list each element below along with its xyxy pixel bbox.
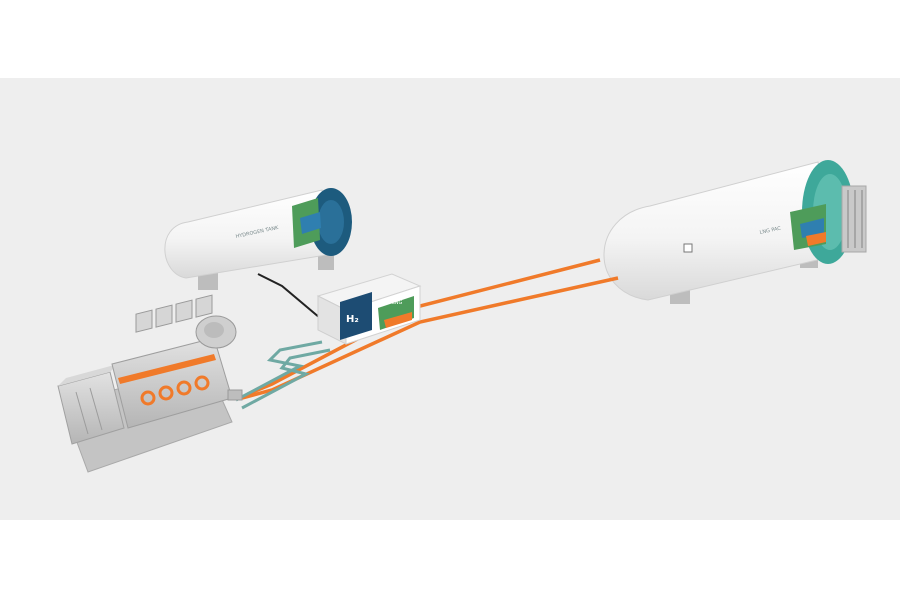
hydrogen-pipe-upper <box>235 340 323 402</box>
hydrogen-cable <box>257 273 321 319</box>
cylinder-heads <box>135 294 213 333</box>
hydrogen-tank: HYDROGEN TANK <box>164 188 352 290</box>
hydrogen-tank-graphic-blue <box>300 212 321 234</box>
hydrogen-conditioning-unit: H₂ LNG <box>316 273 422 345</box>
piping <box>235 258 619 410</box>
lng-tank-graphic-orange <box>806 232 826 246</box>
engine-fuel-inlet <box>227 389 243 401</box>
lng-tank-body <box>603 161 835 301</box>
engine-generator-set <box>57 294 243 473</box>
hydrogen-tank-support-right <box>318 254 334 270</box>
lng-pipe-upper <box>247 258 601 396</box>
lng-tank-label: LNG PAC <box>759 226 782 236</box>
engine-port-rings <box>140 375 210 406</box>
unit-tag: LNG <box>392 300 403 306</box>
generator-top <box>58 364 118 386</box>
fuel-system-illustration: HYDROGEN TANK LNG PAC <box>0 78 900 520</box>
unit-h2-panel <box>340 292 372 340</box>
lng-tank: LNG PAC <box>603 160 867 304</box>
lng-pipe-lower <box>241 276 619 400</box>
hydrogen-pipe-lower <box>241 348 331 410</box>
unit-h2-symbol: H₂ <box>346 314 359 325</box>
generator-rib-1 <box>75 391 89 435</box>
unit-accent-orange <box>384 312 412 328</box>
lng-tank-marker <box>683 243 693 253</box>
lng-tank-graphic-blue <box>800 218 824 238</box>
turbocharger-inlet <box>204 322 224 338</box>
generator-rib-2 <box>89 387 103 431</box>
hydrogen-tank-body <box>164 189 333 279</box>
hydrogen-tank-cap-ring <box>318 200 344 244</box>
engine-accent-strip <box>118 354 216 384</box>
